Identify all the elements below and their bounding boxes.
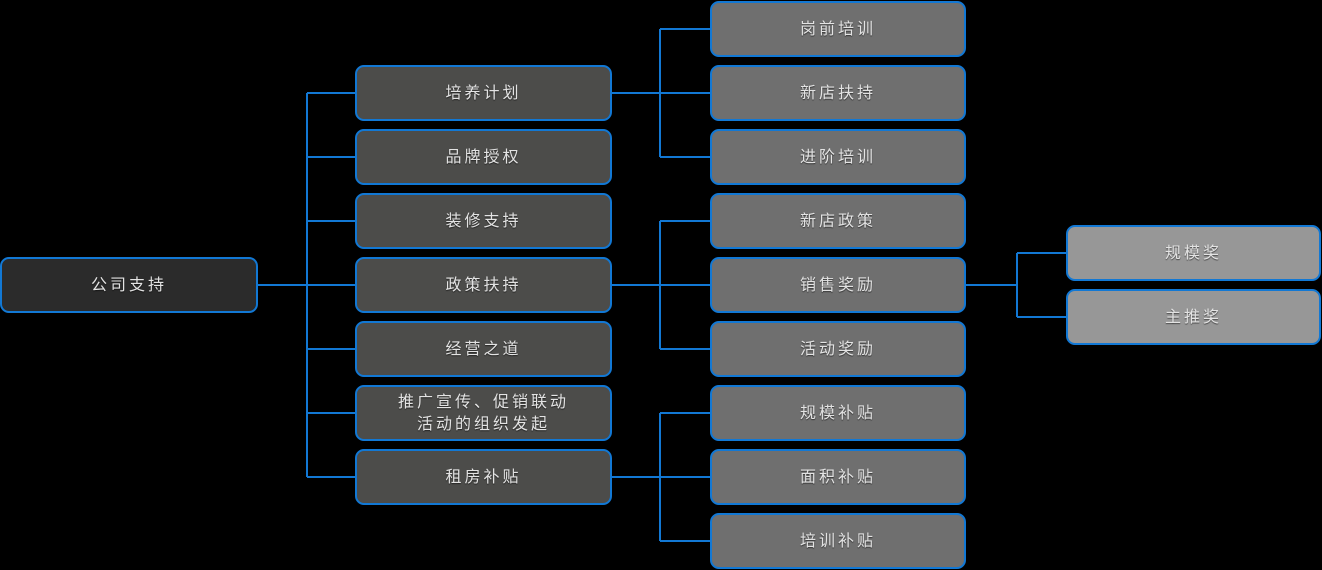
node-label: 销售奖励 — [799, 275, 876, 295]
node-label: 面积补贴 — [799, 467, 876, 487]
node-label: 活动奖励 — [799, 339, 876, 359]
node-gangqian[interactable]: 岗前培训 — [710, 1, 966, 57]
node-label: 品牌授权 — [445, 147, 522, 167]
node-xindian_z[interactable]: 新店政策 — [710, 193, 966, 249]
node-zhutui_j[interactable]: 主推奖 — [1066, 289, 1321, 345]
node-label: 经营之道 — [445, 339, 522, 359]
node-label: 装修支持 — [445, 211, 522, 231]
node-label: 培训补贴 — [799, 531, 876, 551]
node-label: 新店扶持 — [799, 83, 876, 103]
node-zhuangxiu[interactable]: 装修支持 — [355, 193, 612, 249]
node-label: 政策扶持 — [445, 275, 522, 295]
node-label: 主推奖 — [1164, 307, 1222, 327]
node-root[interactable]: 公司支持 — [0, 257, 258, 313]
node-guimo_j[interactable]: 规模奖 — [1066, 225, 1321, 281]
node-label: 规模补贴 — [799, 403, 876, 423]
node-label: 租房补贴 — [445, 467, 522, 487]
node-mianji[interactable]: 面积补贴 — [710, 449, 966, 505]
node-tuiguang[interactable]: 推广宣传、促销联动 活动的组织发起 — [355, 385, 612, 441]
node-jinjie[interactable]: 进阶培训 — [710, 129, 966, 185]
node-label: 进阶培训 — [799, 147, 876, 167]
node-zufang[interactable]: 租房补贴 — [355, 449, 612, 505]
node-label: 推广宣传、促销联动 活动的组织发起 — [397, 392, 569, 433]
node-pinpai[interactable]: 品牌授权 — [355, 129, 612, 185]
node-xiaoshou[interactable]: 销售奖励 — [710, 257, 966, 313]
node-guimo_b[interactable]: 规模补贴 — [710, 385, 966, 441]
node-label: 岗前培训 — [799, 19, 876, 39]
node-label: 培养计划 — [445, 83, 522, 103]
node-peixun_b[interactable]: 培训补贴 — [710, 513, 966, 569]
node-huodong[interactable]: 活动奖励 — [710, 321, 966, 377]
node-xindian_f[interactable]: 新店扶持 — [710, 65, 966, 121]
node-peiyang[interactable]: 培养计划 — [355, 65, 612, 121]
node-jingying[interactable]: 经营之道 — [355, 321, 612, 377]
node-zhengce[interactable]: 政策扶持 — [355, 257, 612, 313]
node-label: 公司支持 — [90, 275, 167, 295]
node-label: 规模奖 — [1164, 243, 1222, 263]
node-label: 新店政策 — [799, 211, 876, 231]
